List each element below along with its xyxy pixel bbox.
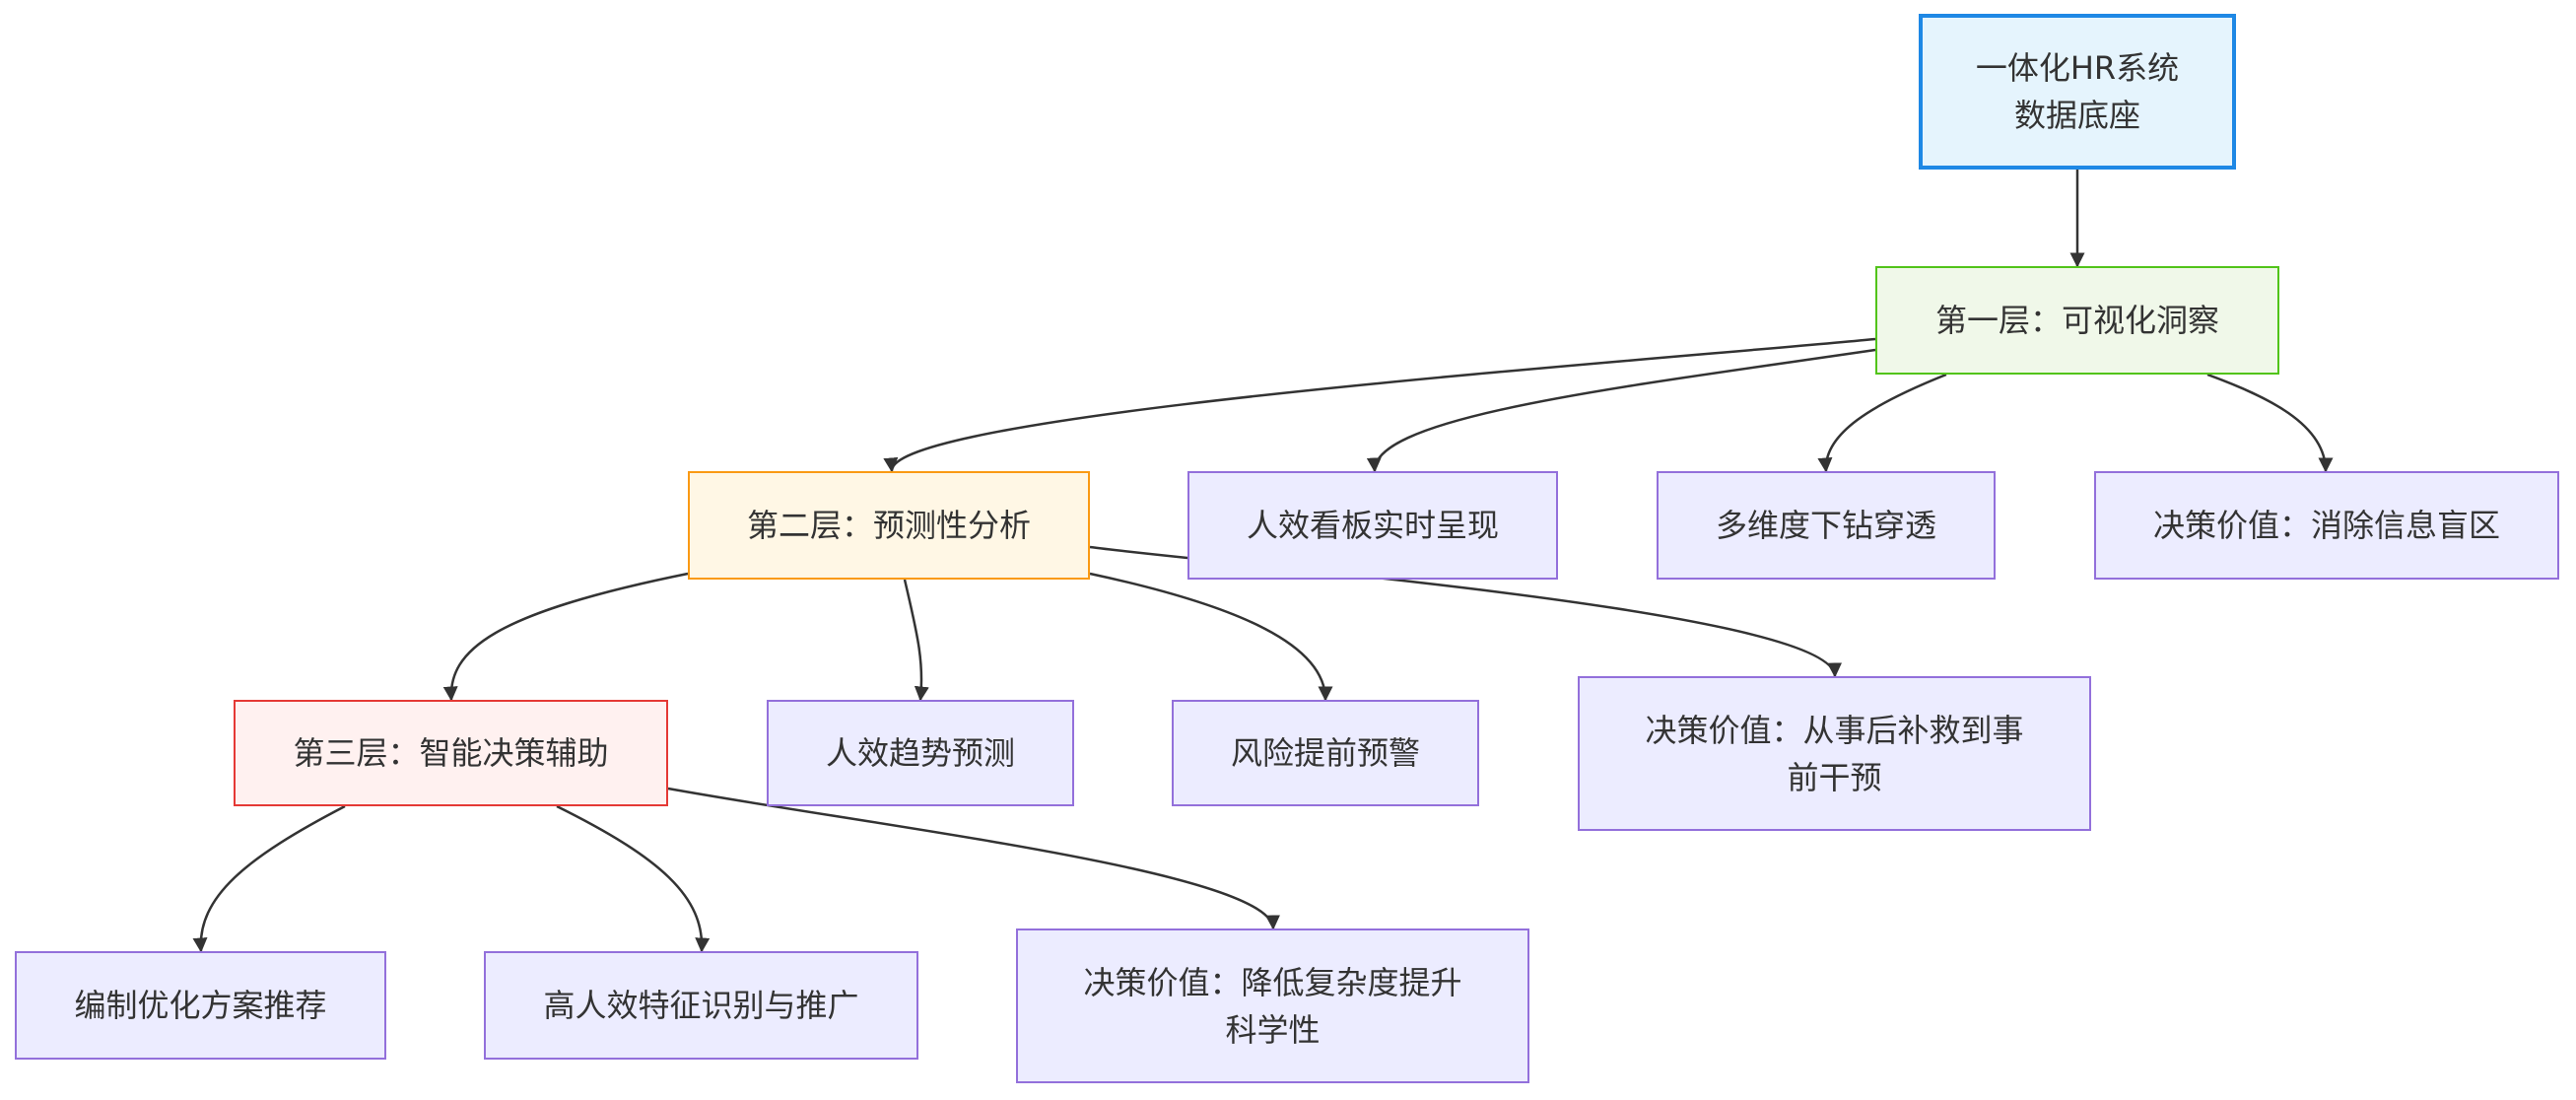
edge-layer1-layer2	[883, 337, 1876, 473]
node-l1-value[interactable]: 决策价值：消除信息盲区	[2094, 471, 2559, 580]
node-layer2-label: 第二层：预测性分析	[746, 507, 1031, 544]
node-layer1-label: 第一层：可视化洞察	[1934, 302, 2219, 339]
node-l3-value[interactable]: 决策价值：降低复杂度提升 科学性	[1016, 928, 1529, 1083]
node-l3-feature[interactable]: 高人效特征识别与推广	[484, 951, 918, 1060]
edge-layer1-dashboard	[1366, 348, 1876, 473]
node-l2-value-label: 决策价值：从事后补救到事 前干预	[1645, 711, 2024, 796]
node-l3-staffing-label: 编制优化方案推荐	[74, 987, 327, 1024]
node-l1-value-label: 决策价值：消除信息盲区	[2152, 507, 2500, 544]
edge-layer1-drilldown	[1817, 373, 1947, 473]
node-l3-value-label: 决策价值：降低复杂度提升 科学性	[1083, 963, 1462, 1049]
node-l2-trend[interactable]: 人效趋势预测	[767, 700, 1074, 806]
edge-layer2-layer3	[442, 572, 689, 702]
node-layer3[interactable]: 第三层：智能决策辅助	[234, 700, 668, 806]
edge-layer1-value	[2206, 373, 2334, 473]
edge-layer3-staffing	[192, 804, 346, 953]
node-l1-drilldown[interactable]: 多维度下钻穿透	[1657, 471, 1996, 580]
node-l1-dashboard-label: 人效看板实时呈现	[1246, 507, 1499, 544]
node-l3-feature-label: 高人效特征识别与推广	[543, 987, 859, 1024]
node-layer1[interactable]: 第一层：可视化洞察	[1875, 266, 2279, 375]
node-l2-value[interactable]: 决策价值：从事后补救到事 前干预	[1578, 676, 2091, 831]
node-l1-drilldown-label: 多维度下钻穿透	[1715, 507, 1936, 544]
edge-layer2-value	[1089, 545, 1842, 678]
node-data-base[interactable]: 一体化HR系统 数据底座	[1919, 14, 2236, 170]
edge-layer2-trend	[903, 579, 929, 702]
edge-layer3-value	[667, 787, 1280, 930]
node-l1-dashboard[interactable]: 人效看板实时呈现	[1187, 471, 1558, 580]
node-layer3-label: 第三层：智能决策辅助	[293, 734, 609, 772]
node-data-base-label: 一体化HR系统 数据底座	[1975, 49, 2180, 134]
node-l2-risk[interactable]: 风险提前预警	[1172, 700, 1479, 806]
node-layer2[interactable]: 第二层：预测性分析	[688, 471, 1090, 580]
node-l3-staffing[interactable]: 编制优化方案推荐	[15, 951, 386, 1060]
edge-layer3-feature	[556, 804, 711, 953]
node-l2-trend-label: 人效趋势预测	[825, 734, 1015, 772]
edge-layer2-risk	[1089, 572, 1333, 702]
node-l2-risk-label: 风险提前预警	[1230, 734, 1420, 772]
